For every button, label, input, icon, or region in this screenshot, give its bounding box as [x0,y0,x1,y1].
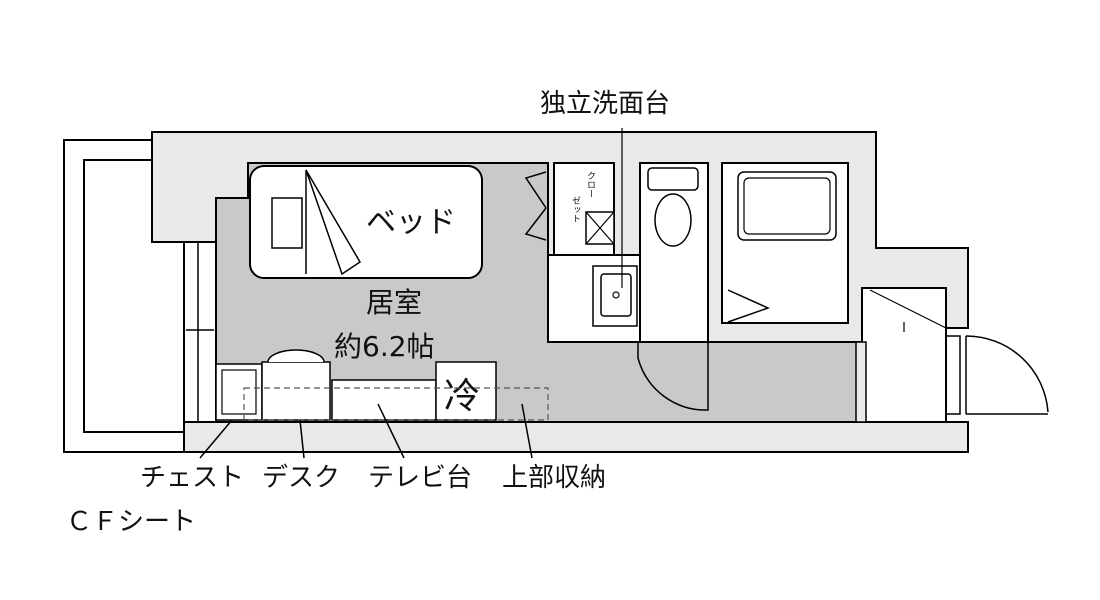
closet-doors [524,171,547,241]
bed: ベッド [249,165,483,279]
upper-storage-label: 上部収納 [502,463,606,493]
tv-stand-label: テレビ台 [368,463,472,493]
bed-label: ベッド [366,205,456,240]
leader-lines [199,403,533,459]
cf-sheet-label: ＣＦシート [66,507,196,537]
furniture-row: 冷 [215,349,549,421]
washbasin-area [547,128,641,343]
entrance-door [869,289,1049,415]
entrance [861,287,947,423]
toilet [637,162,709,411]
bathroom [721,162,849,324]
chest-label: チェスト [140,463,244,493]
fridge-label: 冷 [444,376,480,417]
room-name-label: 居室 [366,286,422,319]
room-size-label: 約6.2帖 [334,330,435,363]
closet-label-part1: ゼット [570,196,581,223]
window [183,241,217,423]
desk-label: デスク [262,463,340,493]
closet-label-part2: クロー [585,171,595,198]
closet: ゼット クロー [553,162,615,256]
washbasin-label: 独立洗面台 [540,89,670,119]
